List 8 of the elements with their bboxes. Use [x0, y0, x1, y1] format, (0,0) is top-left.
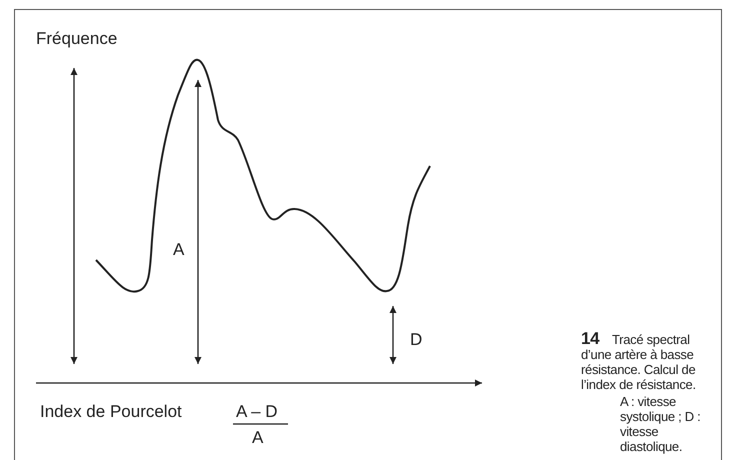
formula-numerator: A – D — [236, 403, 278, 420]
formula-label: Index de Pourcelot — [40, 403, 182, 420]
figure-caption: 14 Tracé spectral d’une artère à basse résistance. Calcul de l’index de résistance. — [581, 331, 697, 392]
formula-denominator: A — [252, 429, 264, 446]
dimension-label: D — [410, 331, 422, 348]
axis-label: Fréquence — [36, 30, 118, 47]
legend-note: A : vitesse systolique ; D : vitesse diastolique. — [620, 394, 702, 454]
dimension-label: A — [173, 241, 184, 258]
